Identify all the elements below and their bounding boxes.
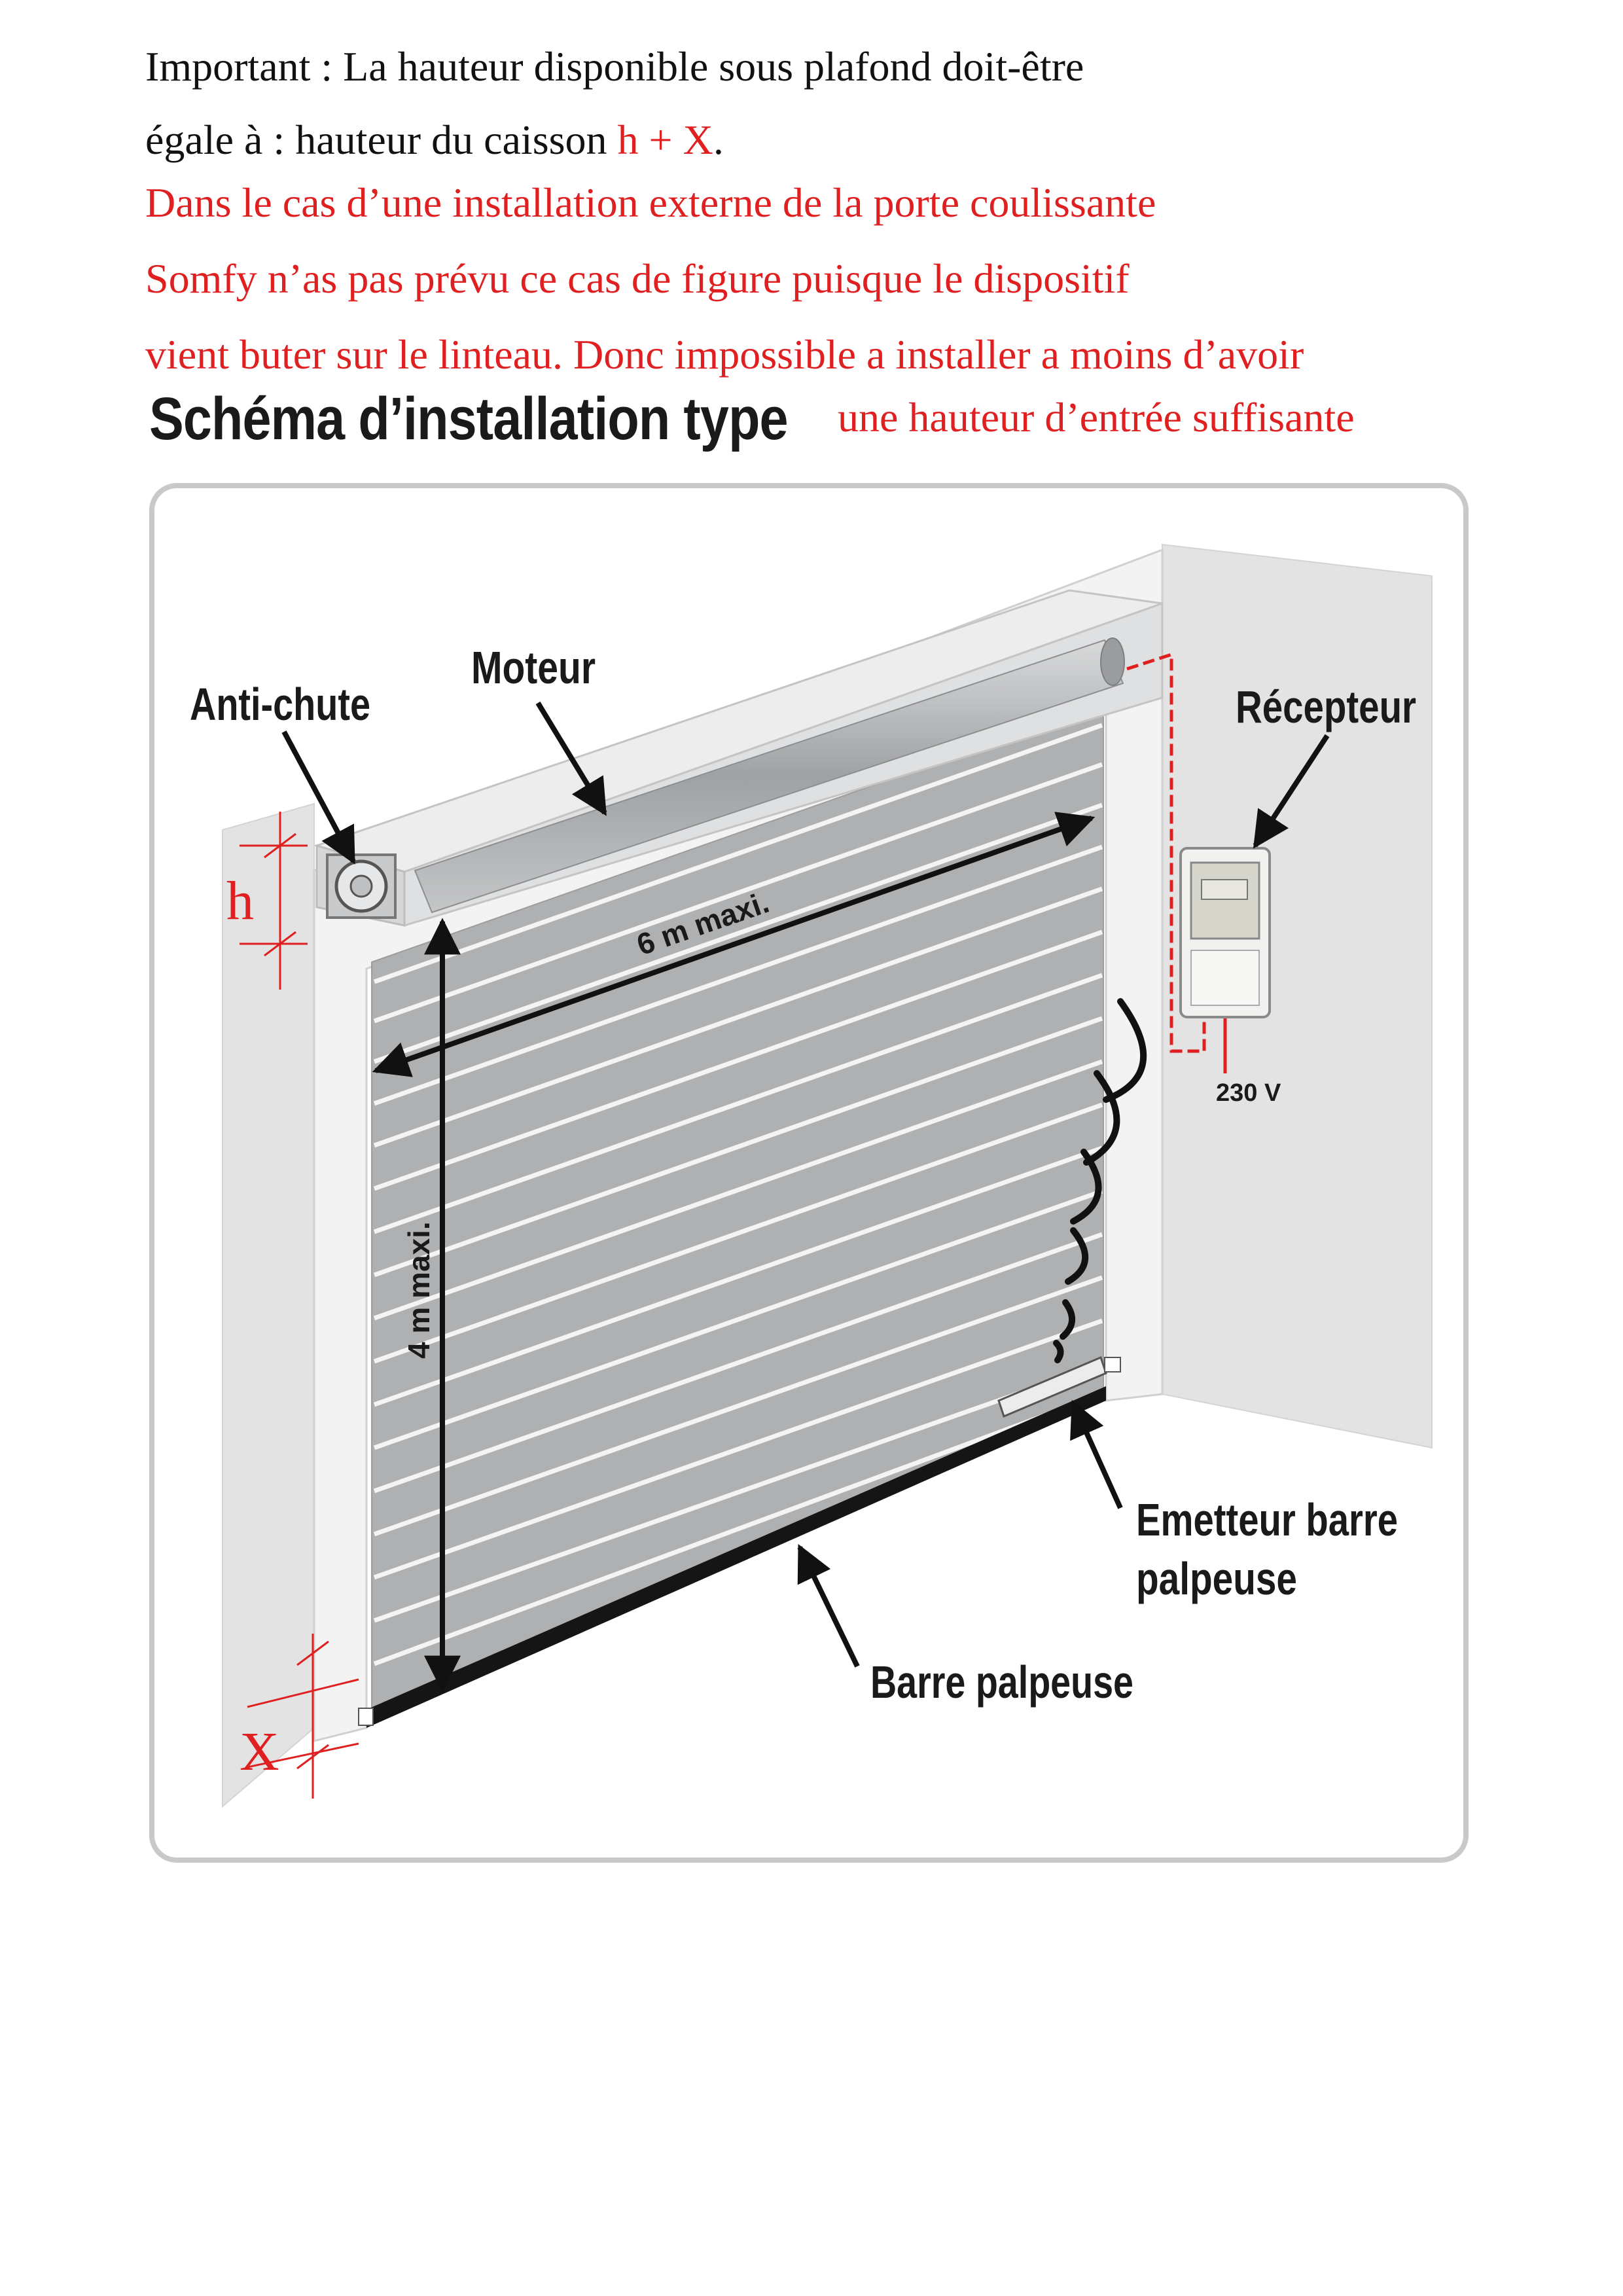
red-note-line-2: Somfy n’as pas prévu ce cas de figure pu… [145,255,1130,302]
left-wall [222,802,315,1808]
important-line-2: égale à : hauteur du caisson h + X. [145,119,724,161]
moteur-label: Moteur [471,642,596,693]
emetteur-label-line-1: Emetteur barre [1136,1494,1398,1545]
h-dimension [240,812,308,990]
barre-pointer [797,1543,860,1668]
anti-chute-device [326,853,397,919]
recepteur-label: Récepteur [1236,681,1416,732]
red-note-line-1: Dans le cas d’une installation externe d… [145,179,1156,226]
motor-tube-end [1100,637,1125,686]
height-label: 4 m maxi. [402,1221,436,1359]
red-note-line-3: vient buter sur le linteau. Donc impossi… [145,331,1304,378]
important-text-2: égale à : hauteur du caisson [145,117,618,163]
formula-text: h + X [617,117,713,163]
receiver-wiring [1126,652,1206,1053]
period-text: . [713,117,724,163]
x-label: X [240,1721,279,1782]
emetteur-pointer [1070,1399,1123,1509]
width-dimension-arrow [372,812,1096,1077]
emetteur-label-line-2: palpeuse [1136,1553,1297,1604]
recepteur-pointer [1253,734,1330,849]
radio-waves [1053,998,1147,1363]
safety-edge-bar [366,1386,1106,1728]
h-label: h [226,870,254,931]
moteur-pointer [535,701,607,816]
x-dimension [247,1634,359,1799]
anti-chute-label: Anti-chute [190,679,370,730]
barre-palpeuse-label: Barre palpeuse [870,1657,1133,1708]
red-note-line-4: une hauteur d’entrée suffisante [838,394,1355,440]
receiver-unit [1179,847,1271,1018]
voltage-label: 230 V [1216,1079,1281,1107]
diagram-heading: Schéma d’installation type [149,386,789,452]
anti-chute-pointer [281,730,356,865]
edge-transmitter [997,1355,1121,1418]
important-text: Important : La hauteur disponible sous p… [145,43,1084,90]
important-line-1: Important : La hauteur disponible sous p… [145,46,1084,88]
safety-edge-end [358,1708,374,1726]
